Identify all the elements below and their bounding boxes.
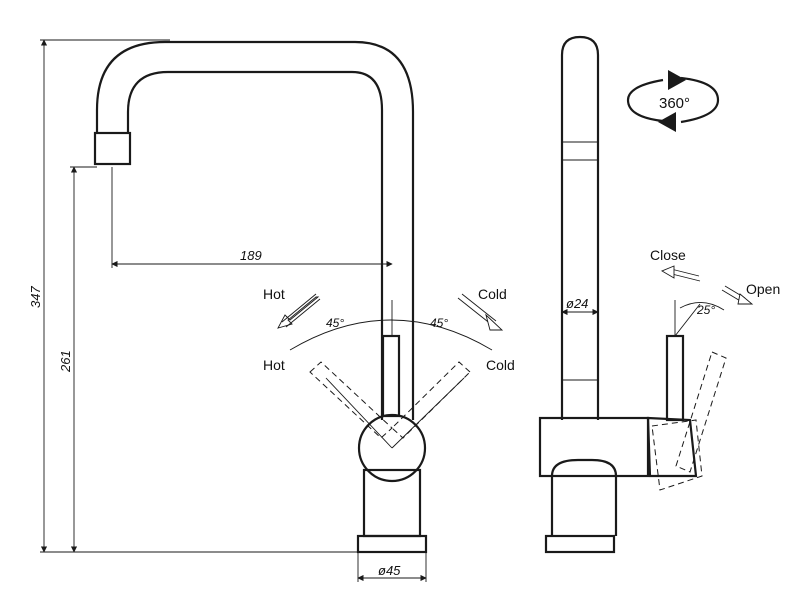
cold-top-label: Cold — [478, 286, 507, 302]
spout-reach-value: 189 — [240, 248, 262, 263]
close-arrow — [660, 265, 701, 282]
spout-height-value: 261 — [58, 350, 73, 373]
side-body — [538, 416, 650, 554]
lever-hot-position — [309, 361, 393, 439]
angle-25-label: 25° — [696, 303, 715, 317]
side-handle — [646, 300, 727, 491]
pipe-diameter-label: ø24 — [566, 296, 588, 311]
dim-spout-height: 261 — [58, 166, 97, 553]
dim-total-height: 347 — [28, 39, 358, 553]
angle-arc — [289, 319, 493, 351]
cold-bottom-label: Cold — [486, 357, 515, 373]
hot-top-label: Hot — [263, 286, 285, 302]
front-lever — [381, 334, 401, 418]
pivot-circle — [357, 413, 427, 483]
hot-bottom-label: Hot — [263, 357, 285, 373]
front-handle — [289, 300, 493, 483]
open-label: Open — [746, 281, 780, 297]
dim-base-diameter: ø45 — [357, 552, 427, 582]
base-diameter-value: ø45 — [378, 563, 401, 578]
front-spout — [93, 40, 415, 420]
lever-cold-position — [391, 361, 471, 439]
side-pipe — [560, 35, 600, 420]
hot-guide-line — [325, 377, 393, 449]
close-label: Close — [650, 247, 686, 263]
front-base — [356, 468, 428, 554]
angle-right-label: 45° — [430, 316, 448, 330]
cold-arrow — [457, 293, 504, 331]
hot-arrow — [277, 293, 321, 329]
side-view: 360° ø24 — [538, 35, 780, 554]
open-arrow — [721, 285, 754, 305]
rotation-label: 360° — [659, 95, 690, 112]
front-view: Hot Cold Hot Cold 45° 45° 189 347 261 — [28, 39, 515, 582]
rotation-360-icon: 360° — [626, 70, 720, 132]
dim-spout-reach: 189 — [111, 248, 393, 268]
angle-left-label: 45° — [326, 316, 344, 330]
total-height-value: 347 — [28, 286, 43, 308]
